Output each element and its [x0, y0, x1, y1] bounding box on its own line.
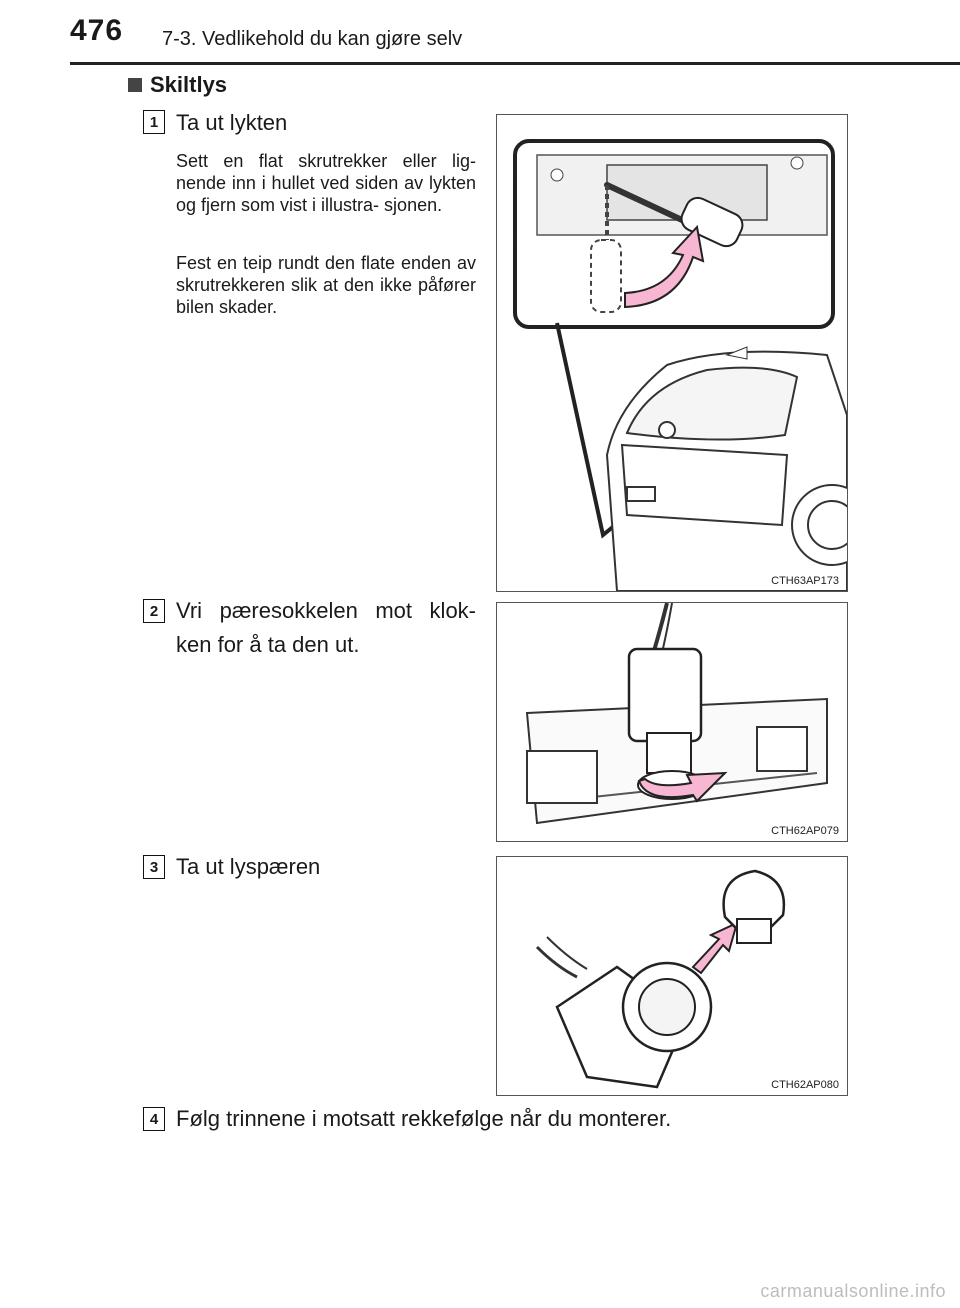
section-heading: Skiltlys	[128, 72, 227, 98]
step-number-1: 1	[143, 110, 165, 134]
figure-code-1: CTH63AP173	[771, 575, 839, 587]
page-number: 476	[70, 14, 124, 47]
figure-code-2: CTH62AP079	[771, 825, 839, 837]
figure-remove-lamp: CTH63AP173	[496, 114, 848, 592]
step-1-paragraph-2: Fest en teip rundt den flate enden av sk…	[176, 253, 476, 317]
square-bullet-icon	[128, 78, 142, 92]
step-1-title: Ta ut lykten	[176, 110, 288, 135]
step-number-4: 4	[143, 1107, 165, 1131]
chapter-title: 7-3. Vedlikehold du kan gjøre selv	[162, 28, 463, 50]
step-number-3: 3	[143, 855, 165, 879]
remove-bulb-illustration	[535, 869, 786, 1089]
figure-twist-socket: CTH62AP079	[496, 602, 848, 842]
section-heading-text: Skiltlys	[150, 72, 228, 97]
remove-lamp-illustration	[513, 139, 847, 591]
step-number-2: 2	[143, 599, 165, 623]
figure-code-3: CTH62AP080	[771, 1079, 839, 1091]
step-3-title: Ta ut lyspæren	[176, 854, 321, 879]
step-1-paragraph-1: Sett en flat skrutrekker eller lig- nend…	[176, 151, 476, 215]
twist-socket-illustration	[525, 603, 828, 825]
header-rule	[70, 62, 960, 65]
figure-remove-bulb: CTH62AP080	[496, 856, 848, 1096]
step-4-title: Følg trinnene i motsatt rekkefølge når d…	[176, 1106, 672, 1131]
step-2-title: Vri pæresokkelen mot klok- ken for å ta …	[176, 598, 476, 657]
watermark: carmanualsonline.info	[760, 1281, 946, 1301]
